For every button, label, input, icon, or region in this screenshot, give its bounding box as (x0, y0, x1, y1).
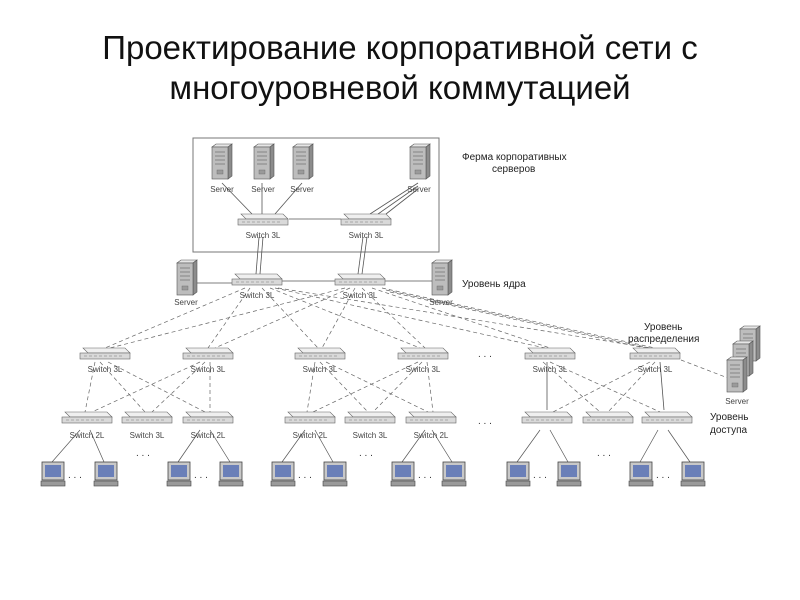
core-level-label: Уровень ядра (462, 279, 526, 290)
core-server-left-label: Server (174, 298, 198, 307)
access-level-label-line-2: доступа (710, 425, 748, 436)
access-sub-ellipsis-1: . . . (136, 448, 150, 459)
access-switch-2: Switch 3L (121, 411, 173, 440)
distribution-switch-6: Switch 3L (629, 347, 681, 374)
computer-10 (556, 461, 582, 487)
farm-server-3: Server (290, 143, 314, 194)
access-switch-6: Switch 2L (405, 411, 457, 440)
connection-lines (196, 182, 440, 284)
farm-switch-2-label: Switch 3L (349, 231, 384, 240)
distribution-level-label-line-2: распределения (628, 334, 699, 345)
core-server-right: Server (429, 259, 453, 307)
server-farm-frame (192, 137, 440, 253)
core-server-right-label: Server (429, 298, 453, 307)
distribution-switch-5: Switch 3L (524, 347, 576, 374)
access-sub-ellipsis-3: . . . (597, 448, 611, 459)
computer-ellipsis-4: . . . (418, 470, 432, 481)
farm-switch-1-label: Switch 3L (246, 231, 281, 240)
farm-server-2: Server (251, 143, 275, 194)
distribution-switch-2-label: Switch 3L (191, 365, 226, 374)
distribution-switch-4-label: Switch 3L (406, 365, 441, 374)
access-switch-9 (641, 411, 693, 424)
distribution-switch-5-label: Switch 3L (533, 365, 568, 374)
distribution-switch-6-label: Switch 3L (638, 365, 673, 374)
access-switch-7 (521, 411, 573, 424)
access-ellipsis: . . . (478, 416, 492, 427)
access-level-label-line-1: Уровень (710, 412, 749, 423)
slide-title: Проектирование корпоративной сети с мног… (0, 28, 800, 108)
farm-server-1-label: Server (210, 185, 234, 194)
computer-4 (218, 461, 244, 487)
distribution-switch-4: Switch 3L (397, 347, 449, 374)
core-switch-1-label: Switch 3L (240, 291, 275, 300)
access-switch-2-label: Switch 3L (130, 431, 165, 440)
distribution-switch-3-label: Switch 3L (303, 365, 338, 374)
farm-server-4: Server (407, 143, 431, 194)
access-switch-5-label: Switch 3L (353, 431, 388, 440)
computer-ellipsis-5: . . . (533, 470, 547, 481)
distribution-switch-2: Switch 3L (182, 347, 234, 374)
computer-1 (40, 461, 66, 487)
access-switch-1: Switch 2L (61, 411, 113, 440)
distribution-switch-1: Switch 3L (79, 347, 131, 374)
core-switch-1: Switch 3L (231, 273, 283, 300)
farm-switch-1: Switch 3L (237, 213, 289, 240)
access-switch-3: Switch 2L (182, 411, 234, 440)
computer-9 (505, 461, 531, 487)
computer-6 (322, 461, 348, 487)
access-switch-4-label: Switch 2L (293, 431, 328, 440)
distribution-switch-1-label: Switch 3L (88, 365, 123, 374)
computer-8 (441, 461, 467, 487)
access-switch-5: Switch 3L (344, 411, 396, 440)
access-switch-4: Switch 2L (284, 411, 336, 440)
computer-ellipsis-1: . . . (68, 470, 82, 481)
computer-5 (270, 461, 296, 487)
computer-ellipsis-3: . . . (298, 470, 312, 481)
computer-11 (628, 461, 654, 487)
access-switch-8 (582, 411, 634, 424)
farm-switch-2: Switch 3L (340, 213, 392, 240)
access-switch-3-label: Switch 2L (191, 431, 226, 440)
access-sub-ellipsis-2: . . . (359, 448, 373, 459)
computer-7 (390, 461, 416, 487)
computer-ellipsis-2: . . . (194, 470, 208, 481)
distribution-ellipsis: . . . (478, 349, 492, 360)
farm-server-3-label: Server (290, 185, 314, 194)
access-switch-6-label: Switch 2L (414, 431, 449, 440)
core-switch-2: Switch 3L (334, 273, 386, 300)
computer-ellipsis-6: . . . (656, 470, 670, 481)
distribution-switch-3: Switch 3L (294, 347, 346, 374)
slide-title-line-2: многоуровневой коммутацией (169, 69, 631, 106)
slide-title-line-1: Проектирование корпоративной сети с (102, 29, 698, 66)
farm-server-4-label: Server (407, 185, 431, 194)
access-server-label: Server (725, 397, 749, 406)
distribution-level-label-line-1: Уровень (644, 322, 683, 333)
server-farm-label-line-1: Ферма корпоративных (462, 152, 567, 163)
server-farm-label-line-2: серверов (492, 164, 535, 175)
access-switch-1-label: Switch 2L (70, 431, 105, 440)
farm-server-1: Server (210, 143, 234, 194)
core-switch-2-label: Switch 3L (343, 291, 378, 300)
computer-12 (680, 461, 706, 487)
farm-server-2-label: Server (251, 185, 275, 194)
computer-3 (166, 461, 192, 487)
computer-2 (93, 461, 119, 487)
access-server-stack: Server (725, 325, 761, 406)
core-server-left: Server (174, 259, 198, 307)
